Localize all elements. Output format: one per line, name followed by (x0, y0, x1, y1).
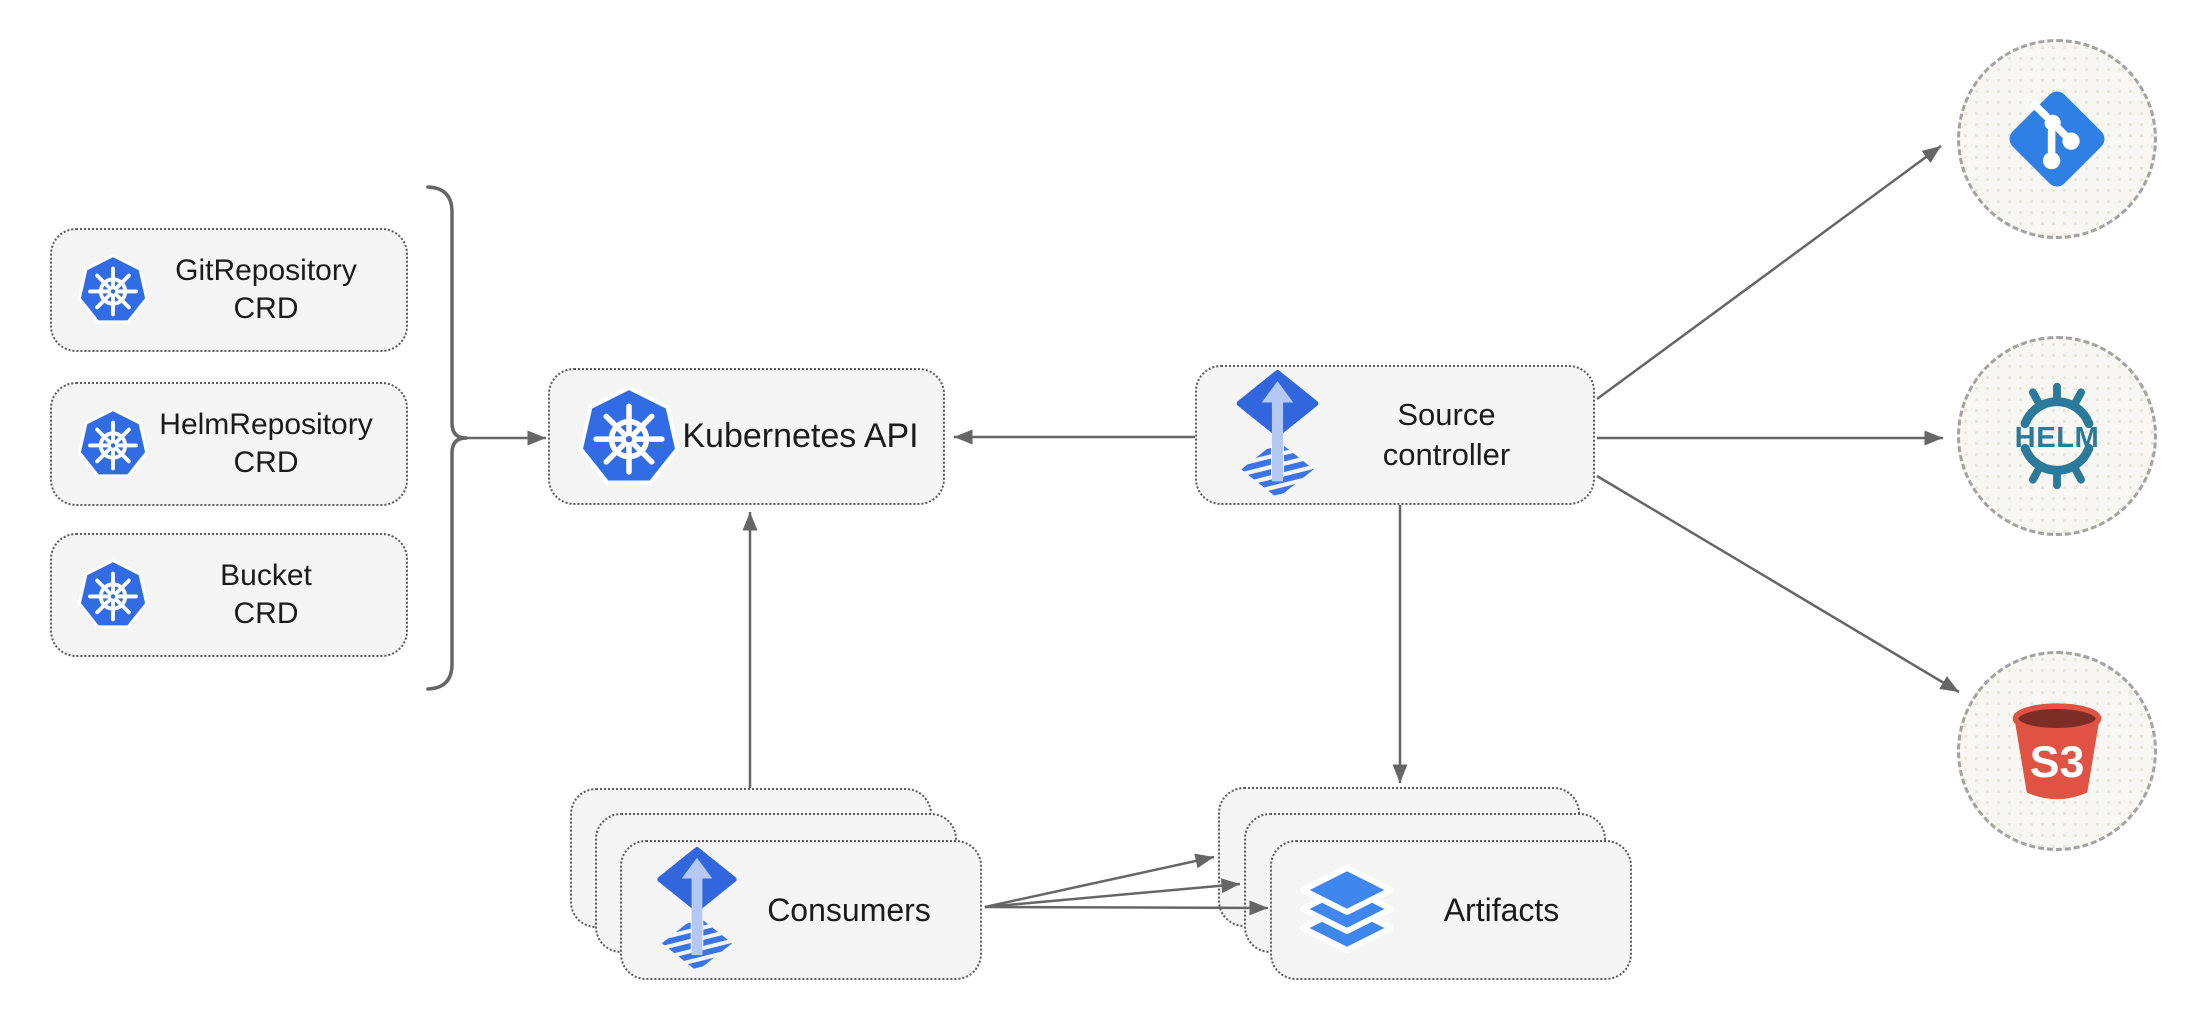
node-bucket-crd: Bucket CRD (50, 533, 408, 657)
node-kubernetes-api: Kubernetes API (548, 368, 945, 505)
crd-group-bracket (426, 185, 468, 691)
node-label: Bucket CRD (150, 557, 406, 633)
helm-logo-text: HELM (2015, 422, 2100, 454)
node-label: HelmRepository CRD (150, 406, 406, 482)
connector-consumers-to-artifacts-1 (984, 853, 1215, 909)
connector-source-controller-to-s3 (1596, 474, 1960, 694)
node-consumers: Consumers (620, 840, 982, 980)
node-label: Artifacts (1443, 891, 1560, 928)
crd-label-line1: Bucket (220, 559, 312, 592)
flux-icon (1231, 370, 1324, 500)
layers-icon (1297, 860, 1397, 960)
node-label: Consumers (767, 891, 931, 928)
kubernetes-icon (76, 407, 150, 481)
kubernetes-icon (576, 384, 682, 490)
node-label: Kubernetes API (682, 417, 919, 455)
connector-source-controller-to-git (1596, 144, 1942, 401)
s3-bucket-icon: S3 (2001, 695, 2113, 807)
crd-label-line2: CRD (233, 446, 299, 479)
node-label: Source controller (1324, 395, 1593, 475)
node-artifacts: Artifacts (1270, 840, 1632, 980)
crd-label-line2: CRD (233, 597, 299, 630)
node-helmrepository-crd: HelmRepository CRD (50, 382, 408, 506)
provider-helm: HELM (1957, 336, 2157, 536)
helm-logo-icon: HELM (2001, 380, 2113, 492)
node-gitrepository-crd: GitRepository CRD (50, 228, 408, 352)
crd-label-line1: HelmRepository (159, 408, 373, 441)
crd-label-line2: CRD (233, 292, 299, 325)
source-label-line2: controller (1382, 437, 1511, 472)
node-source-controller: Source controller (1195, 365, 1595, 505)
flux-icon (652, 847, 742, 973)
kubernetes-icon (76, 253, 150, 327)
s3-logo-text: S3 (2030, 737, 2085, 787)
provider-git (1957, 39, 2157, 239)
connector-consumers-to-artifacts-2 (984, 878, 1241, 909)
provider-s3: S3 (1957, 651, 2157, 851)
kubernetes-icon (76, 558, 150, 632)
crd-label-line1: GitRepository (175, 254, 357, 287)
node-label: GitRepository CRD (150, 252, 406, 328)
source-label-line1: Source (1397, 397, 1496, 432)
git-logo-icon (2003, 85, 2111, 193)
